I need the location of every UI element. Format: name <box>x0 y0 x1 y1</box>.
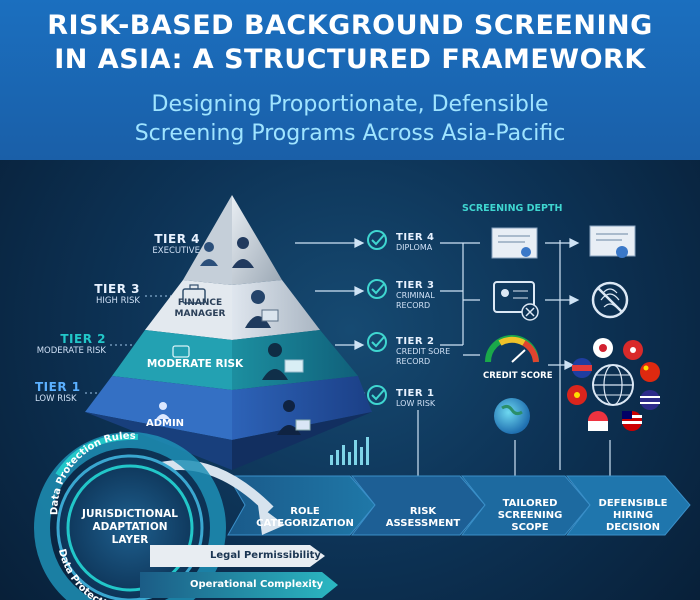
jurisdiction-hub-label: JURISDICTIONAL ADAPTATION LAYER <box>82 508 178 546</box>
diploma-icon <box>589 225 636 258</box>
fingerprint-icon <box>591 281 629 319</box>
tier3-person-icon <box>245 290 279 328</box>
screening-depth-heading: SCREENING DEPTH <box>462 203 563 214</box>
depth-right-arrows <box>510 238 615 488</box>
check-icons <box>367 230 387 405</box>
operational-complexity-label: Operational Complexity <box>190 579 324 590</box>
subtitle-line-1: Designing Proportionate, Defensible <box>151 92 549 117</box>
admin-band-label: ADMIN <box>145 418 185 429</box>
process-flow <box>227 475 691 536</box>
legal-permissibility-label: Legal Permissibility <box>210 550 321 561</box>
tier2-person-icon <box>262 343 304 380</box>
tier1-person-icon <box>277 400 311 435</box>
id-card-icon <box>493 281 539 321</box>
gauge-icon <box>485 335 539 363</box>
diploma-icon <box>491 227 538 259</box>
header-banner <box>0 0 700 160</box>
depth-tier1-label: TIER 1 LOW RISK <box>396 388 436 408</box>
depth-tier4-label: TIER 4 DIPLOMA <box>396 232 435 252</box>
briefcase-icon <box>172 345 190 358</box>
finance-manager-label: FINANCE MANAGER <box>174 298 226 319</box>
jurisdiction-hub <box>34 432 226 600</box>
risk-tier-pyramid <box>85 195 372 470</box>
flag-icons <box>567 338 660 431</box>
title-line-2: IN ASIA: A STRUCTURED FRAMEWORK <box>54 44 646 75</box>
tier4-person-icon <box>200 237 254 268</box>
moderate-risk-band-label: MODERATE RISK <box>146 358 244 370</box>
globe-icon <box>494 398 530 434</box>
credit-score-label: CREDIT SCORE <box>483 371 553 381</box>
depth-tier3-label: TIER 3 CRIMINAL RECORD <box>396 280 435 310</box>
depth-tier2-label: TIER 2 CREDIT SORE RECORD <box>396 336 451 366</box>
globe-icon <box>592 364 634 406</box>
briefcase-icon <box>182 284 206 304</box>
subtitle-line-2: Screening Programs Across Asia-Pacific <box>134 121 566 146</box>
sweep-arrow-head <box>258 505 285 535</box>
mini-bar-chart-icon <box>330 437 369 465</box>
title-line-1: RISK-BASED BACKGROUND SCREENING <box>47 10 653 41</box>
person-icon <box>156 402 170 419</box>
legal-permissibility-arrow <box>150 545 325 567</box>
operational-complexity-arrow <box>140 572 338 598</box>
